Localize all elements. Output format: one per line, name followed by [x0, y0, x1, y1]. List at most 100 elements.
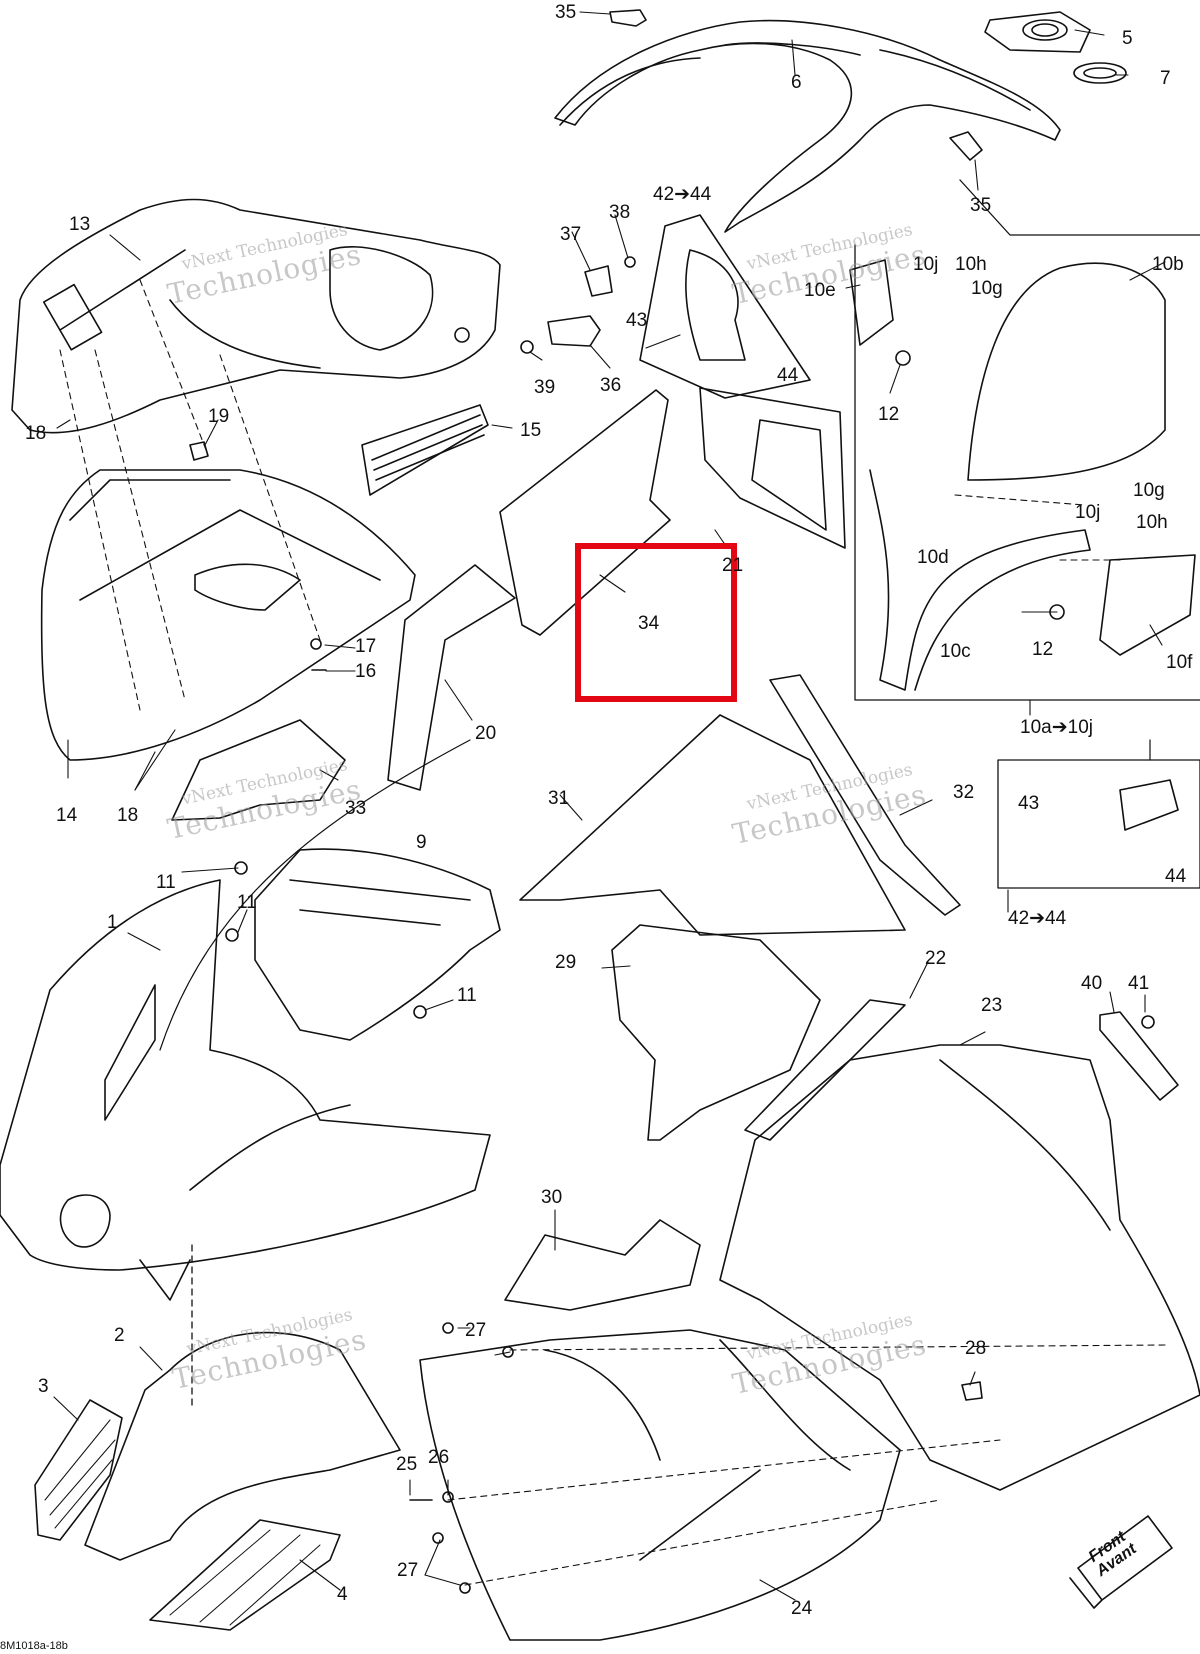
callout-9: 9 [416, 832, 427, 853]
front-direction-arrow [1069, 1515, 1173, 1609]
callout-10j: 10j [1075, 502, 1101, 523]
callout-44: 44 [1165, 866, 1187, 887]
part-12-grommet-top [895, 350, 911, 366]
callout-37: 37 [560, 224, 582, 245]
part-6-upper-panel [554, 19, 1061, 233]
part-40-bracket [1099, 1011, 1179, 1101]
part-35-clip-mid [949, 131, 983, 161]
part-5-gauge-base [984, 11, 1091, 53]
part-17-washer [310, 638, 322, 650]
callout-29: 29 [555, 952, 577, 973]
callout-38: 38 [609, 202, 631, 223]
callout-1: 1 [107, 912, 118, 933]
callout-4: 4 [337, 1584, 348, 1605]
callout-21: 21 [722, 555, 744, 576]
callout-15: 15 [520, 420, 542, 441]
callout-31: 31 [548, 788, 570, 809]
part-27-rivet-b [502, 1346, 514, 1358]
part-39-nut [520, 340, 534, 354]
callout-43: 43 [1018, 793, 1040, 814]
callout-32: 32 [953, 782, 975, 803]
callout-10d: 10d [917, 547, 949, 568]
part-9-headlight [254, 848, 501, 1041]
callout-19: 19 [208, 406, 230, 427]
part-32-trim [769, 674, 961, 916]
callout-30: 30 [541, 1187, 563, 1208]
part-10b-windshield [967, 262, 1166, 481]
callout-27: 27 [465, 1320, 487, 1341]
part-33-panel [171, 719, 346, 821]
part-42-44-frame-top [639, 214, 811, 399]
part-7-ring [1073, 62, 1127, 84]
part-29-deflector [611, 924, 821, 1141]
callout-26: 26 [428, 1447, 450, 1468]
part-10f-side-bracket [1099, 554, 1196, 656]
part-20-deflector [387, 564, 516, 791]
callout-39: 39 [534, 377, 556, 398]
callout-17: 17 [355, 636, 377, 657]
callout-35: 35 [555, 2, 577, 23]
callout-11: 11 [237, 892, 257, 913]
callout-36: 36 [600, 375, 622, 396]
callout-10g: 10g [1133, 480, 1165, 501]
part-21-deflector [699, 387, 846, 549]
callout-22: 22 [925, 948, 947, 969]
callout-28: 28 [965, 1338, 987, 1359]
callout-5: 5 [1122, 28, 1133, 49]
part-36-mount [547, 315, 601, 347]
figure-code: 8M1018a-18b [0, 1640, 68, 1652]
callout-7: 7 [1160, 68, 1171, 89]
part-37-bracket [584, 265, 613, 297]
part-30-panel [504, 1219, 701, 1311]
part-34-deflector [499, 389, 671, 636]
callout-6: 6 [791, 72, 802, 93]
callout-44: 44 [777, 365, 799, 386]
part-42-mirror-cover [685, 249, 746, 361]
callout-16: 16 [355, 661, 377, 682]
part-21-inner [751, 419, 827, 531]
callout-23: 23 [981, 995, 1003, 1016]
callout-10f: 10f [1166, 652, 1193, 673]
callout-42-44: 42➔44 [653, 184, 712, 205]
callout-2: 2 [114, 1325, 125, 1346]
callout-10h: 10h [1136, 512, 1168, 533]
part-14-side-panel [40, 469, 416, 761]
part-13-upper-hood [11, 198, 501, 434]
part-10a-10j-group-box [854, 179, 1200, 701]
callout-40: 40 [1081, 973, 1103, 994]
callout-10a-10j: 10a➔10j [1020, 717, 1093, 738]
callout-10c: 10c [940, 641, 971, 662]
callout-14: 14 [56, 805, 78, 826]
callout-35: 35 [970, 195, 992, 216]
callout-12: 12 [878, 404, 900, 425]
part-42-44-group-box [997, 759, 1200, 889]
callout-10g: 10g [971, 278, 1003, 299]
callout-25: 25 [396, 1454, 418, 1475]
part-27-rivet-c [432, 1532, 444, 1544]
callout-10j: 10j [913, 254, 939, 275]
callout-12: 12 [1032, 639, 1054, 660]
part-10d-10c-frame [869, 469, 1091, 691]
part-23-side-panel [719, 1044, 1200, 1491]
callout-11: 11 [457, 985, 477, 1006]
part-28-clip [961, 1381, 983, 1401]
callout-34: 34 [638, 613, 660, 634]
callout-3: 3 [38, 1376, 49, 1397]
callout-11: 11 [156, 872, 176, 893]
part-11-grommet-c [413, 1005, 427, 1019]
callout-24: 24 [791, 1598, 813, 1619]
callout-41: 41 [1128, 973, 1150, 994]
part-31-panel [519, 714, 906, 936]
part-24-belly-pan [419, 1329, 901, 1641]
part-42-mirror-detail [1119, 779, 1179, 831]
part-4-grille [149, 1519, 341, 1631]
callout-43: 43 [626, 310, 648, 331]
part-27-rivet-a [442, 1322, 454, 1334]
callout-18: 18 [117, 805, 139, 826]
part-10e-mount-bracket [849, 259, 894, 346]
callout-20: 20 [475, 723, 497, 744]
callout-10h: 10h [955, 254, 987, 275]
part-11-grommet-b [225, 928, 239, 942]
